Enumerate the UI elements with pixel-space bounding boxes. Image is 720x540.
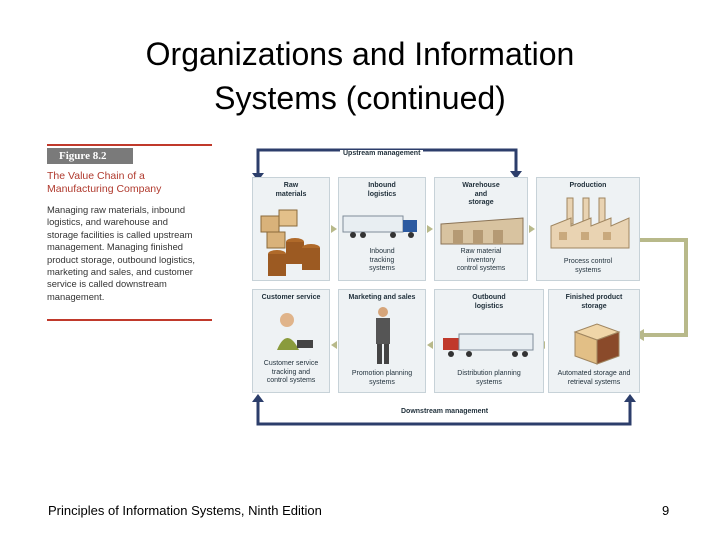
outbound-label: Outbound logistics [435, 294, 543, 311]
label-line: systems [369, 378, 395, 386]
label-line: tracking and [271, 368, 311, 376]
label-line: Distribution planning [457, 370, 521, 377]
flow-arrow [427, 225, 433, 233]
automated-label: Automated storage and retrieval systems [549, 370, 639, 387]
figure-description: Managing raw materials, inbound logistic… [47, 204, 215, 303]
value-chain-diagram: Upstream management Downstream managemen… [240, 145, 710, 430]
label-line: systems [369, 265, 395, 272]
label-line: tracking [369, 256, 395, 264]
label-line: systems [575, 266, 601, 274]
production-box: Production Process control systems [536, 177, 640, 281]
label-line: storage [581, 302, 607, 310]
finished-label: Finished product storage [549, 294, 639, 311]
flow-arrow [331, 225, 337, 233]
label-line: retrieval systems [567, 378, 621, 386]
label-line: control systems [456, 265, 506, 272]
label-line: inventory [466, 256, 496, 264]
page-number: 9 [662, 503, 670, 518]
raw-inventory-label: Raw material inventory control systems [435, 248, 527, 274]
label-line: Marketing and sales [348, 294, 416, 301]
label-line: Customer service [261, 294, 321, 301]
label-line: Production [569, 182, 607, 189]
flow-arrow [427, 341, 433, 349]
label-line: Raw material [460, 248, 502, 255]
label-line: Warehouse [462, 182, 500, 189]
package-icon [573, 323, 621, 365]
production-label: Production [537, 182, 639, 191]
marketing-label: Marketing and sales [339, 294, 425, 303]
process-control-label: Process control systems [537, 258, 639, 275]
figure-top-rule [47, 144, 212, 146]
label-line: control systems [266, 377, 316, 384]
finished-product-box: Finished product storage Automated stora… [548, 289, 640, 393]
title-line-1: Organizations and Information [145, 36, 575, 72]
phone-agent-icon [277, 313, 313, 350]
flow-arrow [331, 341, 337, 349]
slide-title: Organizations and Information Systems (c… [0, 32, 720, 120]
flow-arrow [529, 225, 535, 233]
label-line: Outbound [472, 294, 506, 301]
figure-badge: Figure 8.2 [47, 148, 133, 164]
desc-line: management. [47, 290, 105, 302]
inbound-logistics-label: Inbound logistics [339, 182, 425, 199]
label-line: systems [476, 378, 502, 386]
label-line: Process control [563, 258, 613, 265]
downstream-arrow-head-left [252, 394, 264, 402]
desc-line: product storage, outbound logistics, [47, 253, 196, 265]
outbound-box: Outbound logistics Distribution planning… [434, 289, 544, 393]
title-line-2: Systems (continued) [214, 80, 506, 116]
loop-arrow [640, 238, 688, 337]
marketing-box: Marketing and sales Promotion planning s… [338, 289, 426, 393]
figure-title-line-1: The Value Chain of a [47, 170, 145, 182]
figure-title: The Value Chain of a Manufacturing Compa… [47, 170, 212, 196]
label-line: storage [468, 199, 494, 206]
footer-text: Principles of Information Systems, Ninth… [48, 503, 322, 518]
warehouse-icon [440, 217, 524, 245]
desc-line: storage facilities is called upstream [47, 228, 193, 240]
customer-service-label: Customer service [253, 294, 329, 303]
upstream-label: Upstream management [340, 150, 424, 157]
label-line: logistics [474, 302, 504, 310]
label-line: logistics [367, 190, 397, 198]
factory-icon [550, 197, 630, 249]
upstream-arrow-head-right [510, 171, 522, 179]
crates-barrels-icon [260, 209, 320, 276]
warehouse-label: Warehouse and storage [435, 182, 527, 208]
raw-materials-box: Raw materials [252, 177, 330, 281]
desc-line: service is called downstream [47, 278, 167, 290]
desc-line: marketing and sales, and customer [47, 266, 193, 278]
distribution-label: Distribution planning systems [435, 370, 543, 387]
truck-icon [342, 215, 417, 238]
figure-title-line-2: Manufacturing Company [47, 183, 162, 195]
label-line: Inbound [369, 248, 395, 255]
raw-materials-label: Raw materials [253, 182, 329, 199]
figure-bottom-rule [47, 319, 212, 321]
desc-line: management. Managing finished [47, 241, 184, 253]
warehouse-box: Warehouse and storage Raw material inven… [434, 177, 528, 281]
label-line: and [474, 190, 488, 198]
label-line: Automated storage and [557, 370, 631, 377]
downstream-arrow-head-right [624, 394, 636, 402]
label-line: Raw [283, 182, 299, 189]
customer-tracking-label: Customer service tracking and control sy… [253, 360, 329, 386]
salesperson-icon [376, 307, 390, 364]
downstream-label: Downstream management [398, 408, 492, 415]
label-line: Finished product [565, 294, 623, 301]
desc-line: Managing raw materials, inbound [47, 204, 186, 215]
customer-service-box: Customer service Customer service tracki… [252, 289, 330, 393]
truck-icon [443, 333, 534, 357]
label-line: Promotion planning [351, 370, 413, 377]
inbound-tracking-label: Inbound tracking systems [339, 248, 425, 274]
inbound-logistics-box: Inbound logistics Inbound tracking syste… [338, 177, 426, 281]
label-line: materials [275, 190, 307, 198]
promotion-label: Promotion planning systems [339, 370, 425, 387]
label-line: Inbound [368, 182, 396, 189]
desc-line: logistics, and warehouse and [47, 216, 168, 228]
label-line: Customer service [263, 360, 319, 367]
downstream-arrow [256, 400, 632, 426]
